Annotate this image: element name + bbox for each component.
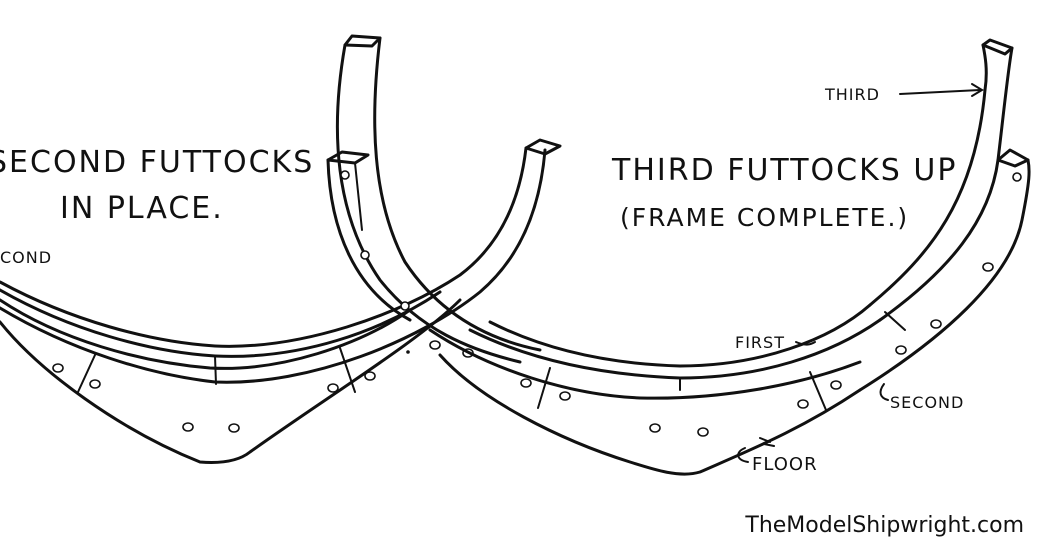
left-label-second: COND [0,248,52,267]
right-frame-joint-4 [884,311,906,331]
left-frame-joint-3 [339,347,356,393]
label-second: SECOND [890,393,964,412]
left-frame-second-futtock-inner [0,146,528,348]
right-frame-bolt-hole [360,250,370,260]
third-arrow-head [971,83,984,97]
left-frame-bolt-hole [182,422,194,432]
right-frame-bolt-hole [895,345,907,355]
right-frame-second-futtock-top [996,148,1030,168]
left-frame-joint-1 [77,354,96,393]
right-frame-third-futtock-outer [996,46,1014,162]
right-frame-left-mid-outer [326,158,412,322]
floor-hatch-marks [759,437,775,447]
right-frame-left-upper-outer [335,43,522,364]
right-frame-bolt-hole [1012,172,1022,182]
left-frame [0,138,562,464]
label-third: THIRD [824,85,880,104]
right-frame-bolt-hole [930,319,942,329]
watermark-text: TheModelShipwright.com [745,513,1024,538]
right-frame-outer-edge [438,353,862,476]
left-frame-bolt-hole [327,383,339,393]
right-frame [326,34,1031,476]
right-frame-left-upper-inner [373,36,542,352]
left-frame-bolt-hole [429,340,441,350]
floor-leader-line [737,447,749,463]
left-frame-joint-2 [214,355,217,385]
third-leader-line [899,89,981,95]
right-frame-joint-1 [537,367,551,409]
right-frame-bolt-hole [797,399,809,409]
left-frame-bolt-hole [52,363,64,373]
second-leader-line [879,383,889,401]
right-frame-bolt-hole [830,380,842,390]
right-frame-joint-3 [809,371,827,411]
first-leader-line [795,341,816,346]
left-frame-bolt-hole [364,371,376,381]
left-frame-outer-edge [0,298,462,464]
left-frame-floor-inner-edge [0,298,412,370]
right-title-line1: THIRD FUTTOCKS UP [611,153,957,188]
right-frame-bolt-hole [559,391,571,401]
right-frame-bolt-hole [649,423,661,433]
left-frame-bolt-hole [228,423,240,433]
right-frame-bolt-hole [520,378,532,388]
right-frame-floor-band [428,328,862,400]
right-frame-inner-band-2 [488,303,872,368]
right-frame-bolt-hole [340,170,350,180]
right-frame-left-upper-top [343,34,382,48]
left-frame-second-futtock-top [524,138,562,156]
right-frame-bolt-hole [400,301,410,311]
right-frame-bolt-hole [982,262,994,272]
left-frame-nail-mark [406,350,410,354]
right-frame-right-inner [868,43,988,307]
right-frame-left-mid-top [326,150,370,165]
label-floor: FLOOR [752,454,818,475]
left-title-line1: SECOND FUTTOCKS [0,145,314,180]
left-frame-second-futtock-outer [0,148,547,384]
right-frame-bolt-hole [697,427,709,437]
label-first: FIRST [735,333,785,352]
right-frame-left-mid-edge [354,162,363,231]
right-title-line2: (FRAME COMPLETE.) [620,203,909,232]
right-frame-third-futtock-top [981,38,1014,56]
left-frame-bolt-hole [89,379,101,389]
right-frame-right-outer [858,158,1031,392]
right-frame-right-mid [878,158,1000,322]
left-title-line2: IN PLACE. [60,191,224,226]
